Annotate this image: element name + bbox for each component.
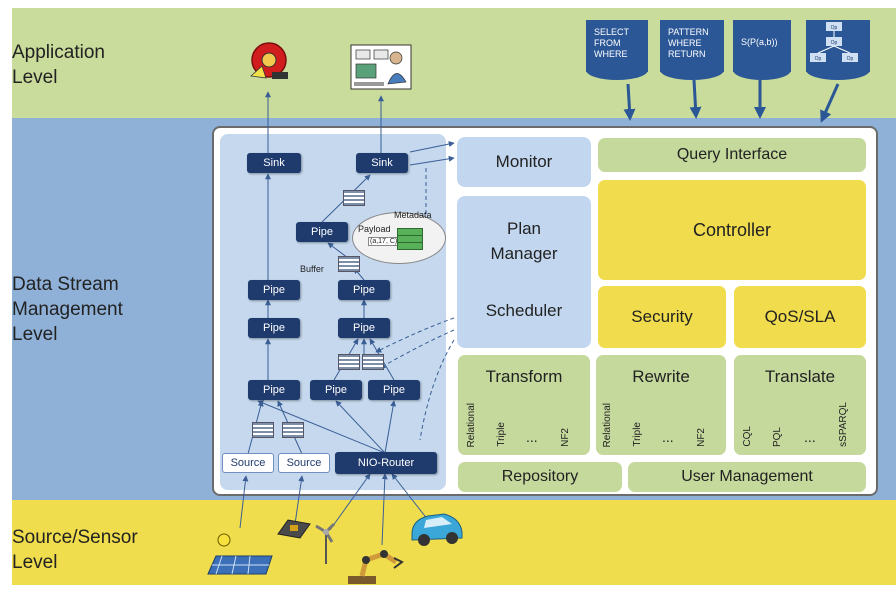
metadata-label: Metadata: [394, 210, 432, 220]
solar-panel-icon: [204, 530, 274, 580]
translate-item: PQL: [772, 426, 783, 447]
rewrite-title: Rewrite: [632, 367, 690, 386]
translate-group: Translate CQL PQL ... sSPARQL: [734, 355, 866, 455]
rewrite-item: Relational: [602, 402, 613, 447]
pipe-node[interactable]: Pipe: [368, 380, 420, 400]
rewrite-item: Triple: [632, 422, 643, 447]
wind-turbine-icon: [312, 520, 340, 566]
application-level-label: Application Level: [12, 42, 105, 88]
pipe-node[interactable]: Pipe: [248, 280, 300, 300]
transform-title: Transform: [485, 367, 563, 386]
car-icon: [408, 504, 466, 548]
svg-text:Op: Op: [815, 56, 822, 62]
buffer-icon: [362, 354, 384, 370]
svg-text:Op: Op: [831, 40, 838, 46]
payload-tuple: (a,17, C): [368, 237, 400, 246]
transform-item: Relational: [466, 402, 477, 447]
sink-node[interactable]: Sink: [247, 153, 301, 173]
rewrite-item: ...: [662, 429, 674, 445]
algebra-query-text: S(P(a,b)): [741, 37, 778, 47]
sensor-chip-icon: [276, 516, 312, 540]
monitor-box[interactable]: Monitor: [457, 137, 591, 187]
control-room-icon: [350, 42, 412, 92]
data-stream-level-label: Data Stream Management Level: [12, 274, 123, 345]
buffer-icon: [338, 354, 360, 370]
source-node[interactable]: Source: [278, 453, 330, 473]
metadata-table: [397, 228, 423, 250]
scheduler-label: Scheduler: [485, 301, 563, 320]
plan-manager-scheduler-box: [457, 196, 591, 348]
payload-label: Payload: [358, 224, 391, 234]
pipe-node[interactable]: Pipe: [338, 318, 390, 338]
source-node[interactable]: Source: [222, 453, 274, 473]
pipe-node[interactable]: Pipe: [338, 280, 390, 300]
alarm-icon: [246, 40, 292, 86]
buffer-icon: [252, 422, 274, 438]
query-interface-box[interactable]: Query Interface: [598, 138, 866, 172]
buffer-label: Buffer: [300, 264, 324, 274]
translate-title: Translate: [764, 367, 836, 386]
buffer-icon: [343, 190, 365, 206]
qos-sla-box[interactable]: QoS/SLA: [734, 286, 866, 348]
security-box[interactable]: Security: [598, 286, 726, 348]
operator-graph-doc: Op Op Op Op: [806, 20, 870, 80]
translate-item: ...: [804, 429, 816, 445]
svg-text:Op: Op: [847, 56, 854, 62]
pipe-node[interactable]: Pipe: [248, 380, 300, 400]
cep-query-text: PATTERN WHERE RETURN: [668, 27, 709, 59]
user-management-box[interactable]: User Management: [628, 462, 866, 492]
repository-box[interactable]: Repository: [458, 462, 622, 492]
pipe-node[interactable]: Pipe: [296, 222, 348, 242]
buffer-icon: [338, 256, 360, 272]
buffer-icon: [282, 422, 304, 438]
translate-item: sSPARQL: [838, 402, 849, 447]
svg-text:Op: Op: [831, 25, 838, 31]
translate-item: CQL: [742, 426, 753, 447]
controller-box[interactable]: Controller: [598, 180, 866, 280]
sql-query-doc: SELECT FROM WHERE: [586, 20, 648, 80]
rewrite-group: Rewrite Relational Triple ... NF2: [596, 355, 726, 455]
transform-group: Transform Relational Triple ... NF2: [458, 355, 590, 455]
robot-arm-icon: [344, 540, 408, 586]
pipe-node[interactable]: Pipe: [248, 318, 300, 338]
nio-router-node[interactable]: NIO-Router: [335, 452, 437, 474]
transform-item: NF2: [560, 428, 571, 447]
algebra-query-doc: S(P(a,b)): [733, 20, 791, 80]
sink-node[interactable]: Sink: [356, 153, 408, 173]
cep-query-doc: PATTERN WHERE RETURN: [660, 20, 724, 80]
transform-item: ...: [526, 429, 538, 445]
plan-manager-label: Plan Manager: [490, 219, 558, 263]
transform-item: Triple: [496, 422, 507, 447]
source-level-label: Source/Sensor Level: [12, 527, 138, 573]
rewrite-item: NF2: [696, 428, 707, 447]
pipe-node[interactable]: Pipe: [310, 380, 362, 400]
sql-query-text: SELECT FROM WHERE: [594, 27, 630, 59]
